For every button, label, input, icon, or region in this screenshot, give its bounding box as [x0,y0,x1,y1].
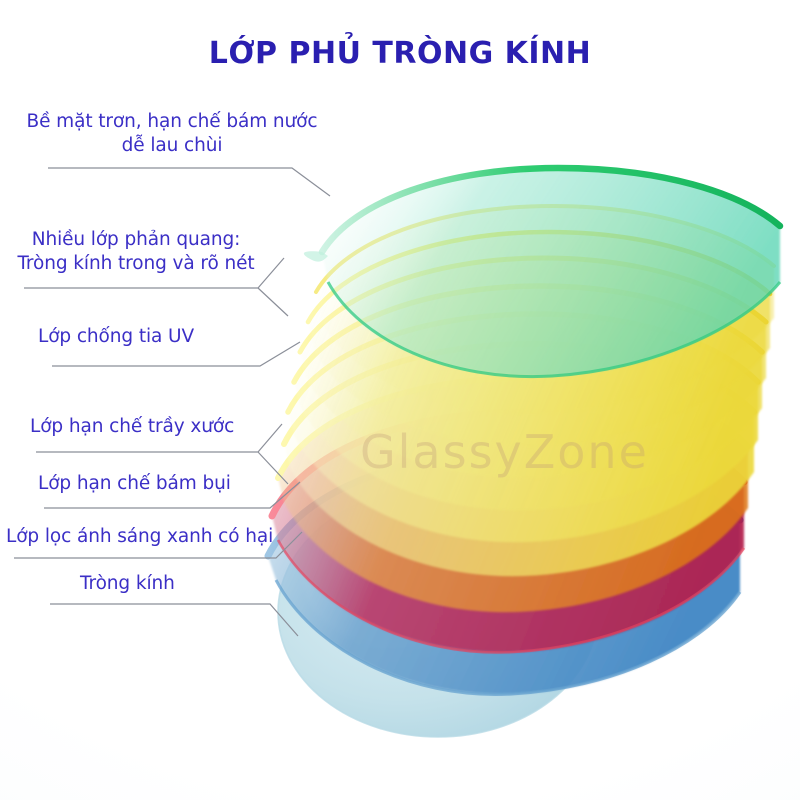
label-anti-scratch: Lớp hạn chế trầy xước [30,416,235,437]
layer-hydrophobic-top [303,164,784,379]
page-title: LỚP PHỦ TRÒNG KÍNH [208,36,592,71]
leader-lines [14,167,331,637]
label-uv-protection: Lớp chống tia UV [38,326,195,347]
label-anti-reflective: Nhiều lớp phản quang: Tròng kính trong v… [17,229,255,275]
label-blue-light-filter: Lớp lọc ánh sáng xanh có hại [6,526,274,547]
label-anti-water: Bề mặt trơn, hạn chế bám nước dễ lau chù… [26,111,318,157]
label-anti-dust: Lớp hạn chế bám bụi [38,473,231,494]
label-lens: Tròng kính [80,573,175,594]
